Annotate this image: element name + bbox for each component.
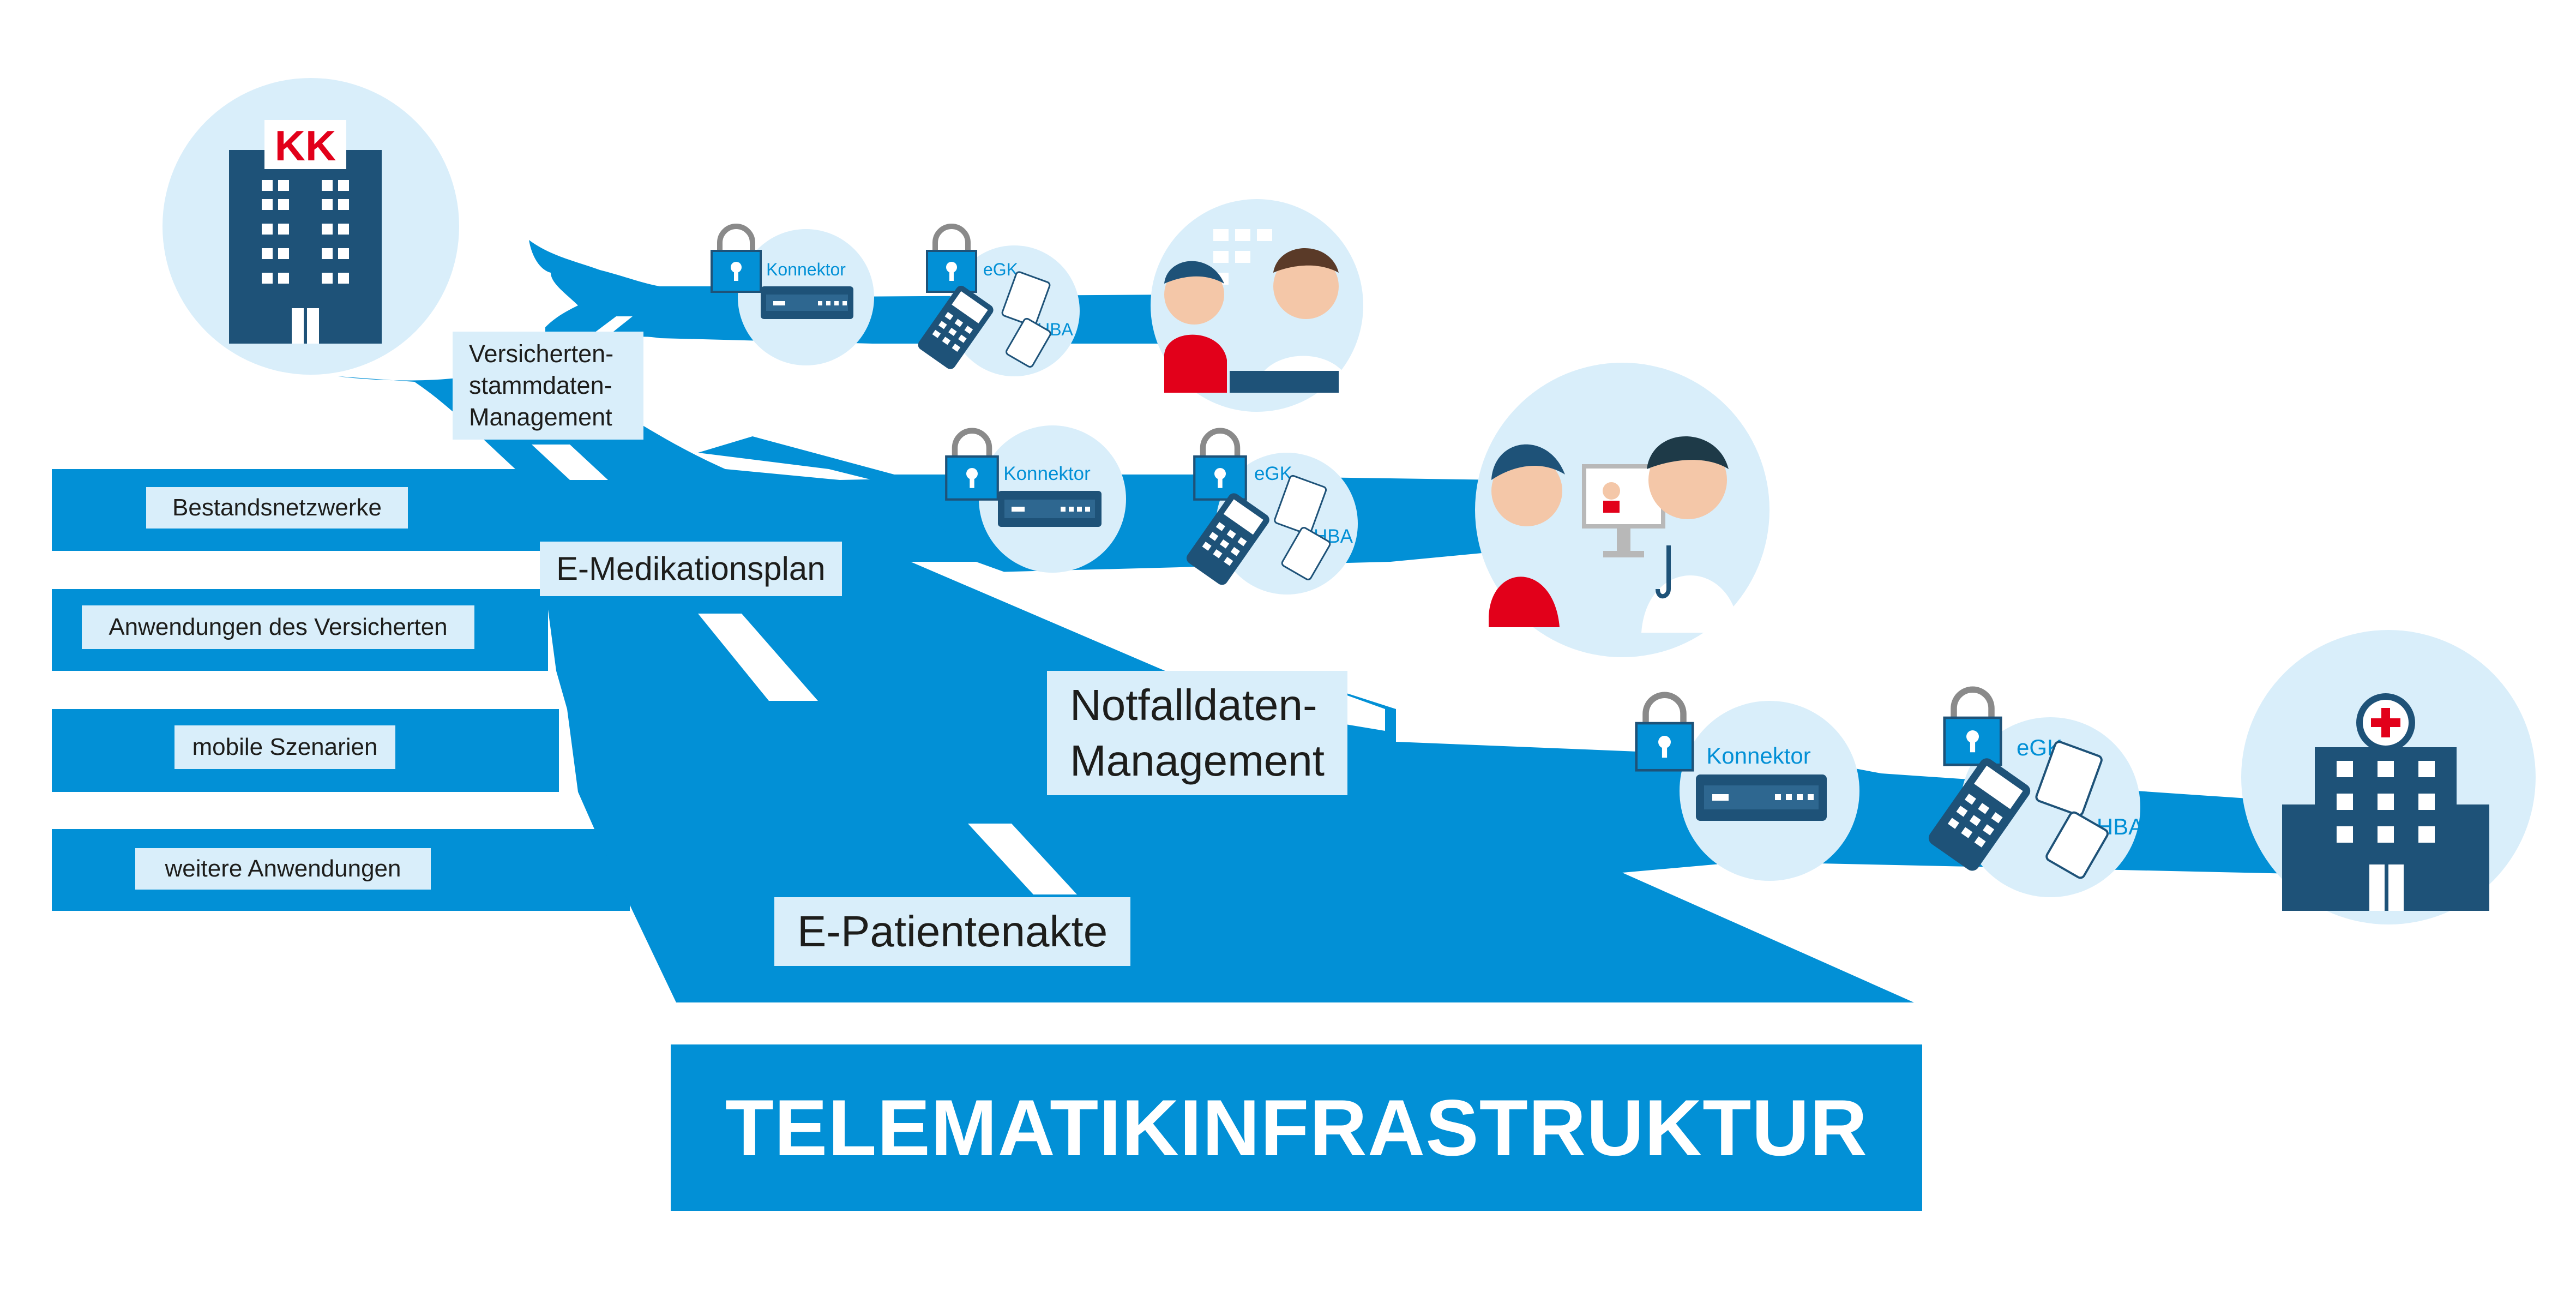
row2-devices: Konnektor eGK HBA xyxy=(945,363,1770,657)
egk-card xyxy=(1274,475,1327,535)
egk-label: eGK xyxy=(1254,463,1292,484)
label-vsdm-line: Management xyxy=(469,403,612,431)
card-terminal-icon xyxy=(1928,758,2031,871)
hba-card xyxy=(1006,317,1051,368)
connector-device-icon xyxy=(761,286,853,319)
lock-icon xyxy=(926,224,977,293)
card-terminal-icon xyxy=(1186,493,1269,585)
road-stripe xyxy=(698,614,818,701)
label-vsdm-line: Versicherten- xyxy=(469,340,614,368)
konnektor-label: Konnektor xyxy=(1706,743,1810,768)
row3-devices: Konnektor eGK HBA xyxy=(1635,630,2536,924)
lock-icon xyxy=(711,224,762,293)
konnektor-label: Konnektor xyxy=(766,260,846,279)
card-terminal-icon xyxy=(918,285,994,369)
lock-icon xyxy=(1193,428,1247,501)
kk-badge: KK xyxy=(275,122,336,170)
egk-card xyxy=(2035,741,2103,816)
label-anwendungen-versicherten: Anwendungen des Versicherten xyxy=(82,605,474,649)
doctor-patient-icon xyxy=(1151,199,1363,412)
hba-card xyxy=(1281,527,1331,580)
doctor-patient-icon xyxy=(1475,363,1770,657)
label-e-medikationsplan: E-Medikationsplan xyxy=(540,542,842,596)
label-vsdm-line: stammdaten- xyxy=(469,371,612,399)
label-notfalldaten-line: Notfalldaten- xyxy=(1070,681,1317,729)
telematik-footer-bar: TELEMATIKINFRASTRUKTUR xyxy=(671,1044,1922,1211)
egk-card xyxy=(1001,271,1051,327)
lock-icon xyxy=(1943,686,2002,766)
label-mobile-szenarien: mobile Szenarien xyxy=(174,725,395,769)
connector-device-icon xyxy=(1696,774,1827,821)
road-stripe xyxy=(968,824,1077,894)
label-vsdm: Versicherten- stammdaten- Management xyxy=(453,332,643,440)
lock-icon xyxy=(945,428,999,501)
connector-device-icon xyxy=(998,491,1102,527)
hospital-icon xyxy=(2241,630,2536,924)
insurance-building-icon: KK xyxy=(162,78,459,375)
label-notfalldaten-line: Management xyxy=(1070,736,1325,785)
label-notfalldaten: Notfalldaten- Management xyxy=(1047,671,1347,795)
konnektor-label: Konnektor xyxy=(1003,463,1091,484)
label-bestandsnetzwerke: Bestandsnetzwerke xyxy=(146,487,408,529)
road-stripe xyxy=(532,445,608,480)
lock-icon xyxy=(1635,692,1694,772)
telematik-title: TELEMATIKINFRASTRUKTUR xyxy=(725,1083,1868,1172)
row1-devices: Konnektor eGK HBA xyxy=(711,199,1363,412)
label-e-patientenakte: E-Patientenakte xyxy=(774,897,1131,966)
egk-label: eGK xyxy=(983,260,1018,279)
hba-card xyxy=(2045,811,2109,879)
label-weitere-anwendungen: weitere Anwendungen xyxy=(135,848,431,890)
